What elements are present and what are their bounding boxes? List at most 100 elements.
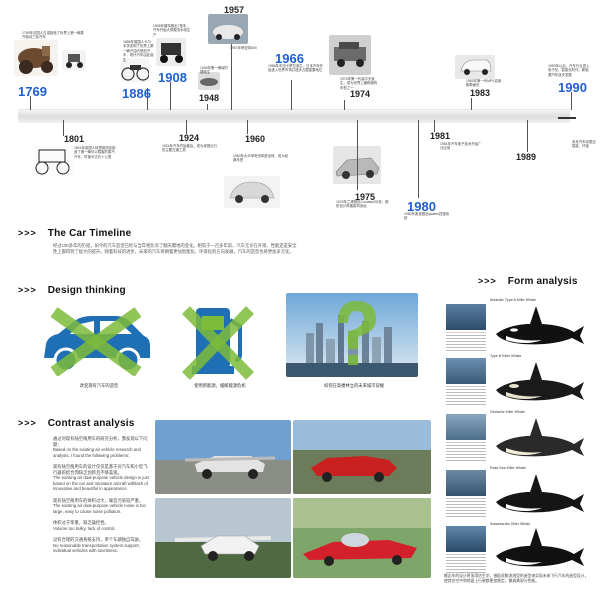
timeline-bar-end [558, 117, 576, 119]
caption-1966: 1966年丰田卡罗拉诞生，日本汽车开始进入世界市场并逐步占据重要地位 [268, 64, 324, 73]
year-1974: 1974 [350, 89, 371, 99]
caption-1980: 1980年奥迪推出quattro四驱系统 [404, 212, 450, 221]
image-mpv-1983 [455, 55, 495, 79]
caption-1886: 1886年德国人卡尔·本茨发明了世界上第一辆汽油内燃机汽车，现代汽车由此诞生 [123, 40, 154, 62]
whale-entry: Ross Sea Killer Whale [444, 464, 588, 520]
contrast-p2-cn: 现有陆空两用车的设计仅仅是基于对汽车和小型飞行器的结合而缺乏创新且不够美观。 [53, 464, 148, 475]
caption-1981: 1981年汽车电子技术开始广泛应用 [440, 142, 482, 151]
fuel-pump-crossed-icon [182, 300, 254, 380]
contrast-p3-cn: 现有陆空两用车的体积过大，噪音污染较严重。 [53, 497, 144, 503]
whale-description [446, 332, 486, 351]
image-ford-1908 [156, 38, 186, 66]
caption-1908: 1908年福特推出T型车，汽车开始大规模流水线生产 [153, 24, 191, 37]
image-benz-1886 [121, 58, 149, 82]
section-title-design: >>> Design thinking [18, 285, 126, 296]
year-1960: 1960 [245, 134, 266, 144]
whale-description [446, 498, 486, 517]
tick-1974 [344, 100, 345, 110]
year-1924: 1924 [179, 133, 200, 143]
tick-1801 [63, 120, 64, 136]
arrows-icon: >>> [18, 285, 37, 295]
year-1957: 1957 [224, 5, 245, 15]
year-1769: 1769 [18, 84, 47, 99]
whale-description [446, 442, 486, 461]
image-steam-car-1769 [14, 40, 58, 76]
arrows-icon: >>> [478, 276, 497, 286]
flying-car-photo-2 [293, 420, 431, 494]
tick-1886 [147, 88, 148, 110]
whale-description [446, 386, 486, 405]
year-1948: 1948 [199, 93, 220, 103]
caption-1924: 1924年汽车开始普及，成为家庭出行的主要交通工具 [162, 144, 218, 153]
image-steam-carriage-1801 [33, 146, 73, 176]
flying-car-photo-3 [155, 498, 291, 578]
whale-entry: Type B Killer Whale [444, 352, 588, 408]
whale-photo [446, 526, 486, 552]
tick-1924 [186, 120, 187, 134]
caption-1960: 1960年大众甲壳虫风靡全球，成为经典车型 [233, 154, 289, 163]
tick-1960 [247, 120, 248, 134]
tick-1989 [527, 120, 528, 152]
tick-1957 [231, 44, 232, 110]
timeline-body-text: 经过100多年的历程，如今的汽车造型已经与当年相比有了翻天覆地的变化。相较于一百… [53, 243, 297, 254]
contrast-p1-cn: 通过对现有陆空两用车的研究分析，我发现以下问题： [53, 436, 148, 447]
orca-icon [496, 418, 584, 457]
whale-name: Antarctic Type A Killer Whale [490, 298, 536, 302]
year-1975: 1975 [355, 192, 376, 202]
caption-1957: 1957年菲亚特500 [230, 46, 257, 50]
whale-entry: Antarctic Type A Killer Whale [444, 296, 588, 352]
image-old-car-small [62, 50, 86, 70]
flying-car-photo-4 [293, 498, 431, 578]
contrast-p4-cn: 体积过于笨重，缺乏操控性。 [53, 520, 109, 525]
design-caption-3: 如何在高楼林立的未来城市穿梭 [323, 383, 385, 388]
city-question-image [286, 293, 418, 377]
contrast-p4-en: Volume too bulky, lack of control. [53, 525, 116, 531]
whale-name: Ross Sea Killer Whale [490, 466, 526, 470]
whale-entry: Gerlache Killer Whale [444, 408, 588, 464]
orca-icon [496, 528, 584, 567]
year-1980: 1980 [407, 199, 436, 214]
image-1974-car [329, 35, 371, 75]
tick-1948 [207, 104, 208, 110]
design-caption-1: 改变现有汽车的造型 [79, 383, 119, 388]
orca-icon [496, 362, 584, 401]
year-1990: 1990 [558, 80, 587, 95]
contrast-p5-cn: 没有合理的交通系统支持，单个车辆独自驾驶。 [53, 537, 144, 542]
orca-icon [496, 474, 584, 513]
year-1886: 1886 [122, 86, 151, 101]
caption-1983: 1983年第一代MPV克莱斯勒面世 [466, 79, 502, 88]
whale-name: Type B Killer Whale [490, 354, 522, 358]
whale-photo [446, 358, 486, 384]
timeline-bar [18, 109, 570, 123]
orca-icon [496, 306, 584, 345]
whale-photo [446, 304, 486, 330]
tick-1769 [30, 96, 31, 110]
tick-1975 [357, 120, 358, 190]
section-title-contrast: >>> Contrast analysis [18, 418, 135, 429]
arrows-icon: >>> [18, 228, 37, 238]
contrast-p3-en: The existing air dual-purpose vehicle no… [53, 503, 146, 514]
tick-1908 [170, 82, 171, 110]
whale-name: Gerlache Killer Whale [490, 410, 525, 414]
tick-1966 [291, 80, 292, 110]
image-porsche-1948 [198, 72, 220, 90]
section-title-form: >>> Form analysis [478, 276, 578, 287]
year-1983: 1983 [470, 88, 491, 98]
year-1989: 1989 [516, 152, 537, 162]
whale-description [446, 554, 486, 573]
caption-1975: 1975年兰博基尼Countach问世，楔形设计风格影响深远 [336, 200, 389, 209]
year-1966: 1966 [275, 51, 304, 66]
form-caption: 概念车的设计将采用仿生学，借助虎鲸流线型的造型来实现未来飞行汽车的造型设计，使其… [444, 574, 589, 583]
section-title-timeline: >>> The Car Timeline [18, 228, 132, 239]
caption-1990: 1990年以后，汽车行业进入电子化、智能化时代，新能源汽车逐步发展 [548, 64, 590, 77]
contrast-p5-en: No reasonable transportation system supp… [53, 542, 140, 554]
year-1801: 1801 [64, 134, 85, 144]
image-beetle-1960 [224, 176, 280, 208]
flying-car-photo-1 [155, 420, 291, 494]
caption-1801: 1801年英国人特里维西克制造了第一辆可以载客的蒸汽汽车，时速可达约十公里 [74, 146, 116, 159]
tick-1983 [471, 98, 472, 110]
contrast-p2-en: The existing air dual-purpose vehicle de… [53, 475, 150, 491]
tick-1990 [571, 92, 572, 110]
contrast-p1-en: Based on the existing air vehicle resear… [53, 447, 141, 458]
whale-name: Subantarctic Killer Whale [490, 522, 531, 526]
